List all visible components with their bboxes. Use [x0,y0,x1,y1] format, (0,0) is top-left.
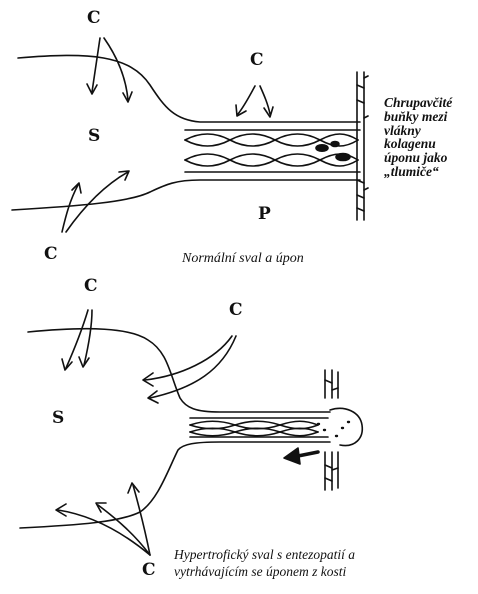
label-c: C [142,562,156,579]
arrow-shaft [104,38,128,100]
caption-hypertrophic-line1: Hypertrofický sval s entezopatií a [174,548,355,562]
label-c: C [84,278,98,295]
label-c: C [87,10,101,27]
pull-arrow-head [284,448,300,464]
label-c: C [250,52,264,69]
caption-hypertrophic-line2: vytrhávajícím se úponem z kosti [174,565,346,579]
label-s: S [88,128,100,145]
cartilage-cell [316,145,328,151]
cartilage-note: Chrupavčité buňky mezi vlákny kolagenu ú… [384,96,452,179]
arrow-shaft [92,38,100,92]
muscle-outline-top [18,55,360,122]
arrow-shaft [145,336,232,380]
cartilage-cell [331,142,339,147]
caption-normal: Normální sval a úpon [182,252,304,267]
muscle-outline-bottom [20,442,330,528]
arrow-shaft [98,505,150,555]
arrow-shaft [66,172,128,232]
label-p: P [258,206,271,223]
pull-arrow-shaft [298,452,318,456]
arrow-shaft [58,510,150,555]
label-c: C [229,302,243,319]
bone-hatching [357,76,368,211]
arrow-shaft [238,86,255,114]
avulsion-bulge [330,408,362,445]
muscle-outline-top [28,329,330,412]
avulsion-dots [318,422,349,436]
arrow-shaft [62,185,78,232]
label-s: S [52,410,64,427]
muscle-outline-bottom [12,180,360,210]
cartilage-cell [336,154,350,161]
label-c: C [44,246,58,263]
